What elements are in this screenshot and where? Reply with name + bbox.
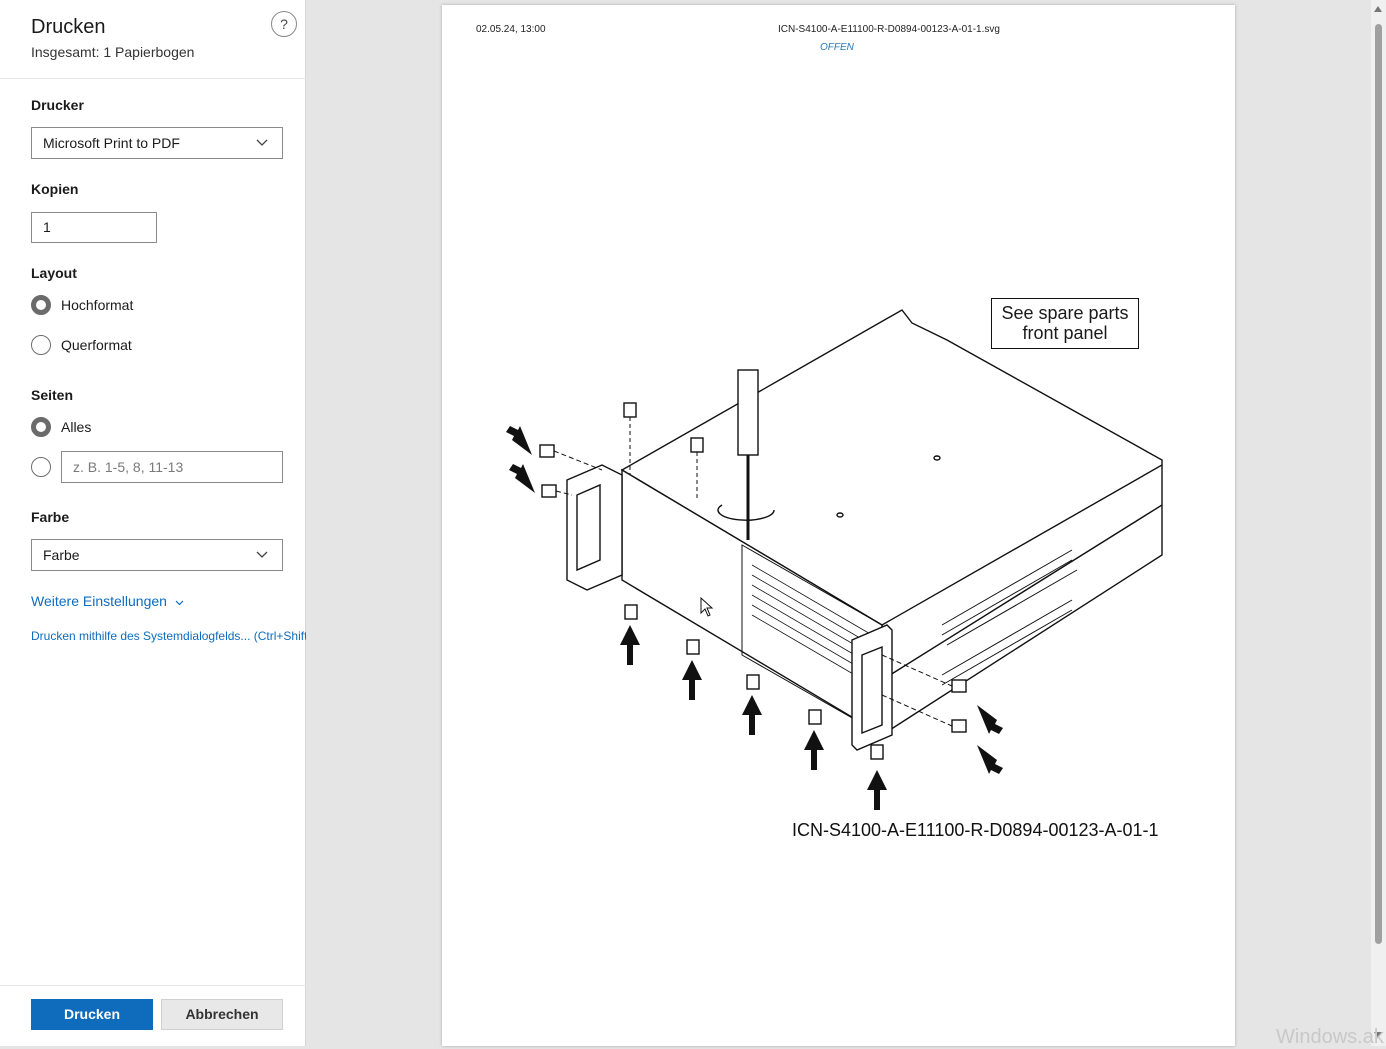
- radio-portrait[interactable]: [31, 295, 51, 315]
- color-value: Farbe: [43, 547, 80, 563]
- page-range-placeholder: z. B. 1-5, 8, 11-13: [73, 459, 184, 475]
- preview-header-filename: ICN-S4100-A-E11100-R-D0894-00123-A-01-1.…: [778, 24, 1000, 35]
- preview-header-date: 02.05.24, 13:00: [476, 24, 546, 35]
- radio-portrait-label[interactable]: Hochformat: [61, 297, 134, 313]
- copies-value: 1: [43, 219, 51, 235]
- copies-label: Kopien: [31, 181, 79, 197]
- radio-all-pages-label[interactable]: Alles: [61, 419, 92, 435]
- color-label: Farbe: [31, 509, 70, 525]
- layout-label: Layout: [31, 265, 77, 281]
- print-preview-page: 02.05.24, 13:00 ICN-S4100-A-E11100-R-D08…: [442, 5, 1235, 1046]
- scrollbar-thumb[interactable]: [1375, 24, 1382, 944]
- sheet-count: Insgesamt: 1 Papierbogen: [31, 44, 195, 60]
- help-icon[interactable]: ?: [271, 11, 297, 37]
- system-dialog-link[interactable]: Drucken mithilfe des Systemdialogfelds..…: [31, 629, 306, 643]
- copies-input[interactable]: 1: [31, 212, 157, 243]
- icn-code-label: ICN-S4100-A-E11100-R-D0894-00123-A-01-1: [792, 820, 1159, 840]
- dialog-footer: Drucken Abbrechen: [0, 985, 306, 1047]
- radio-page-range[interactable]: [31, 457, 51, 477]
- dialog-title: Drucken: [31, 16, 106, 38]
- scroll-up-icon[interactable]: [1374, 6, 1382, 12]
- radio-landscape[interactable]: [31, 335, 51, 355]
- printer-select[interactable]: Microsoft Print to PDF: [31, 127, 283, 159]
- more-settings-link[interactable]: Weitere Einstellungen: [31, 593, 184, 609]
- more-settings-label: Weitere Einstellungen: [31, 593, 167, 609]
- page-range-input[interactable]: z. B. 1-5, 8, 11-13: [61, 451, 283, 483]
- printer-label: Drucker: [31, 97, 84, 113]
- chevron-down-icon: [256, 551, 268, 558]
- mouse-cursor-icon: [700, 597, 714, 617]
- pages-label: Seiten: [31, 387, 74, 403]
- callout-line-1: See spare parts: [1001, 303, 1129, 323]
- preview-header-status: OFFEN: [820, 42, 854, 53]
- printer-value: Microsoft Print to PDF: [43, 135, 180, 151]
- radio-landscape-label[interactable]: Querformat: [61, 337, 132, 353]
- spare-parts-callout: See spare parts front panel: [991, 298, 1139, 349]
- preview-scrollbar[interactable]: [1371, 0, 1386, 1046]
- callout-line-2: front panel: [1022, 323, 1108, 343]
- scroll-down-icon[interactable]: [1374, 1032, 1382, 1038]
- print-button[interactable]: Drucken: [31, 999, 153, 1030]
- chevron-down-icon: [256, 139, 268, 146]
- watermark-text: Windows.ak: [1276, 1026, 1384, 1048]
- panel-header: Drucken Insgesamt: 1 Papierbogen ?: [0, 0, 306, 79]
- radio-all-pages[interactable]: [31, 417, 51, 437]
- color-select[interactable]: Farbe: [31, 539, 283, 571]
- technical-illustration: [506, 309, 1163, 810]
- print-settings-panel: Drucken Insgesamt: 1 Papierbogen ? Druck…: [0, 0, 306, 1046]
- chevron-down-icon: [175, 600, 184, 606]
- cancel-button[interactable]: Abbrechen: [161, 999, 283, 1030]
